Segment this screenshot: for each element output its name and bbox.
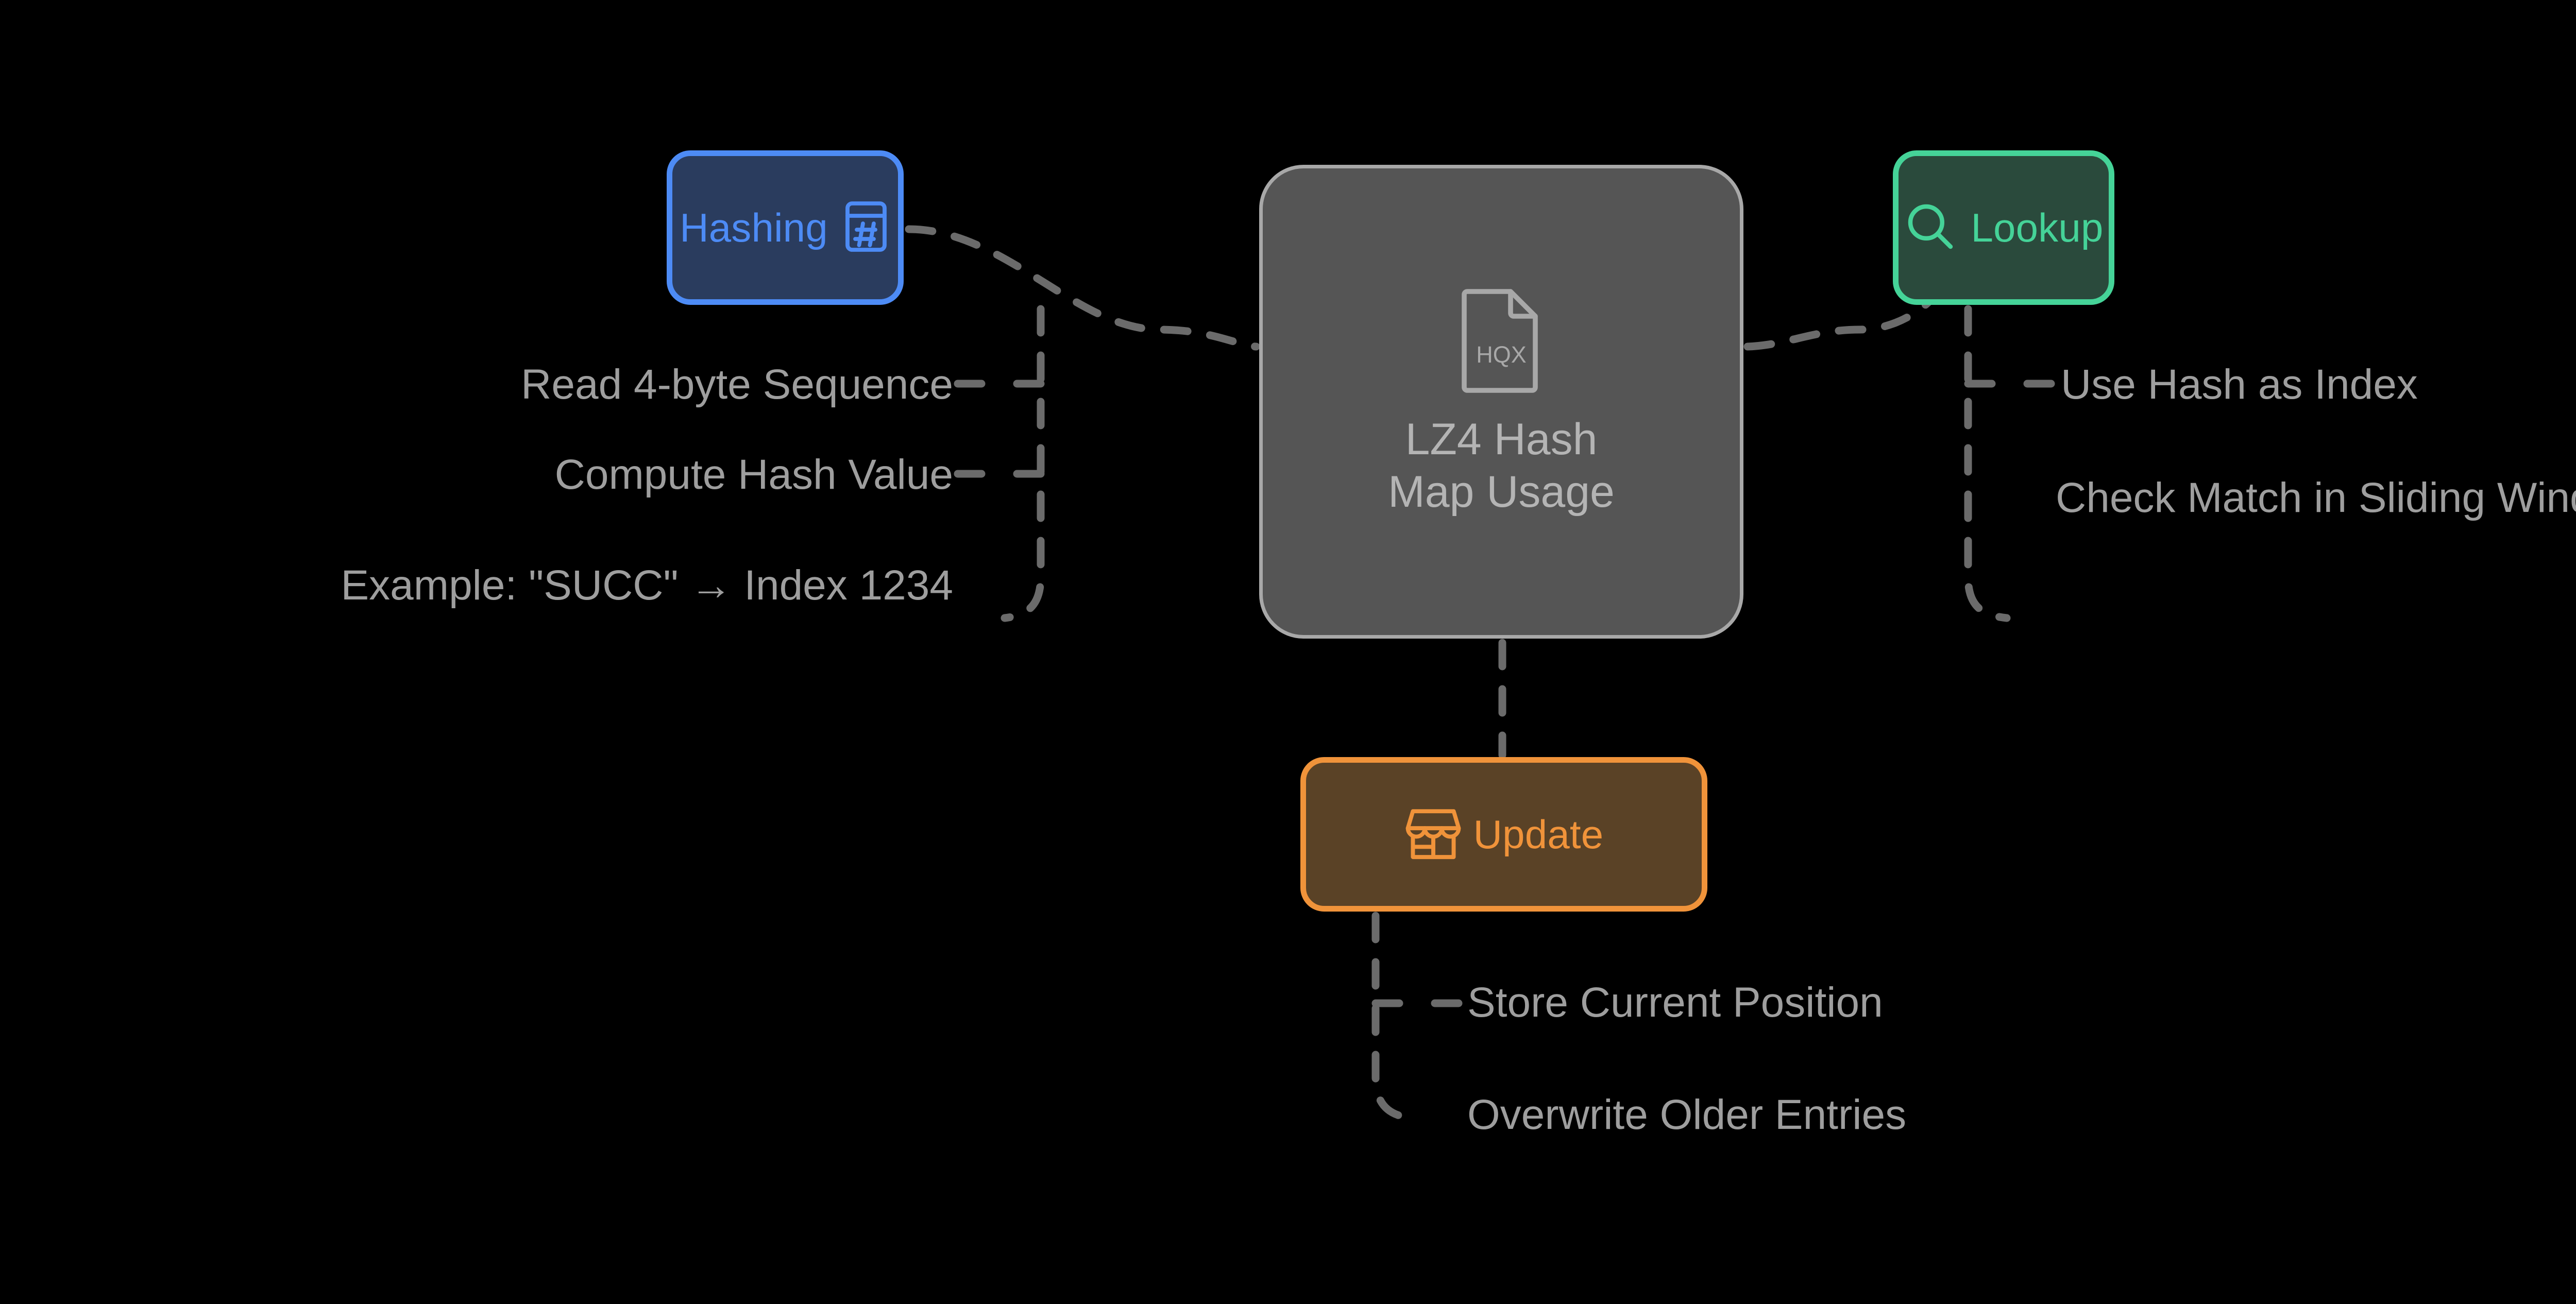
leaf-label-lookup-0: Use Hash as Index [2061, 361, 2418, 408]
hash-card-icon [841, 198, 891, 258]
spine-update [1371, 912, 1420, 1123]
leaf-label-lookup-1: Check Match in Sliding Window [2056, 474, 2576, 521]
branch-node-update-label: Update [1473, 811, 1604, 857]
branch-node-lookup[interactable]: Lookup [1893, 150, 2114, 305]
document-hqx-icon: HQX [1455, 285, 1548, 396]
svg-text:HQX: HQX [1476, 341, 1527, 368]
spine-lookup [1964, 305, 2011, 622]
center-node[interactable]: HQX LZ4 Hash Map Usage [1259, 165, 1743, 639]
leaf-label-hashing-1: Compute Hash Value [554, 451, 953, 498]
branch-node-lookup-label: Lookup [1971, 204, 2104, 250]
storefront-icon [1404, 804, 1462, 865]
leaf-label-update-0: Store Current Position [1467, 979, 1883, 1026]
center-node-label: LZ4 Hash Map Usage [1388, 415, 1615, 517]
leaf-label-hashing-2: Example: "SUCC" → Index 1234 [341, 562, 953, 609]
branch-node-update[interactable]: Update [1300, 757, 1707, 912]
branch-node-hashing-label: Hashing [680, 204, 828, 250]
connector-hashing-center [905, 225, 1260, 351]
spine-hashing [1001, 305, 1045, 622]
branch-node-hashing[interactable]: Hashing [667, 150, 904, 305]
leaf-label-hashing-0: Read 4-byte Sequence [521, 361, 953, 408]
leaf-label-update-1: Overwrite Older Entries [1467, 1091, 1907, 1138]
magnifier-icon [1904, 200, 1957, 256]
